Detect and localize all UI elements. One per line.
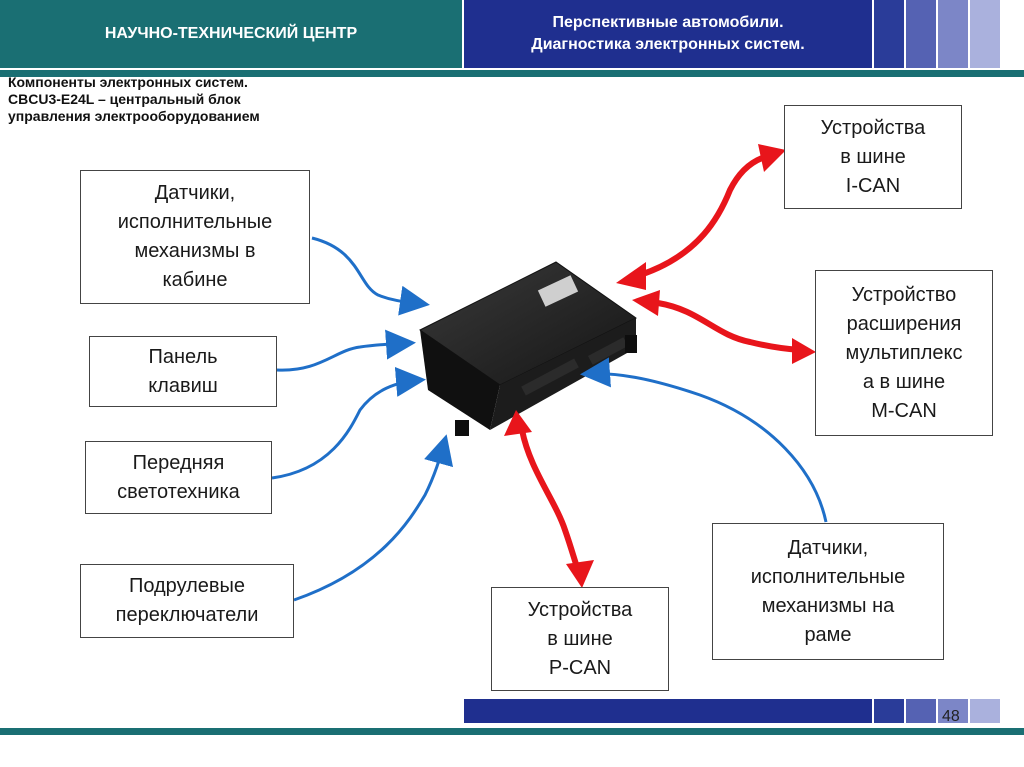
header-main-title-line2: Диагностика электронных систем. [531, 36, 805, 53]
arrow-cabin-to-ecu [311, 236, 430, 316]
arrow-steering-to-ecu [293, 434, 454, 602]
box-front-lights-line2: светотехника [117, 480, 240, 503]
box-frame-line1: Датчики, [787, 536, 869, 559]
arrow-ecu-m-can [632, 290, 816, 364]
box-m-can-line5: M-CAN [871, 399, 937, 422]
subtitle-line2: CBCU3-E24L – центральный блок [8, 91, 241, 107]
header-main-title: Перспективные автомобили. Диагностика эл… [464, 0, 872, 68]
box-frame-line2: исполнительные [750, 565, 906, 588]
box-keypad-line2: клавиш [148, 374, 218, 397]
box-i-can-line1: Устройства [820, 116, 926, 139]
arrow-ecu-i-can [616, 144, 786, 290]
box-cabin-line3: механизмы в [134, 240, 256, 262]
box-front-lights: Передняя светотехника [85, 441, 272, 514]
box-steering-switches: Подрулевые переключатели [80, 564, 294, 638]
box-p-can-line3: P-CAN [548, 656, 612, 679]
box-front-lights-line1: Передняя [132, 451, 225, 474]
page-number: 48 [942, 708, 960, 725]
box-p-can-line2: в шине [547, 627, 613, 650]
box-m-can-line4: а в шине [862, 370, 946, 393]
box-cabin-line1: Датчики, [154, 182, 236, 204]
header-left-title: НАУЧНО-ТЕХНИЧЕСКИЙ ЦЕНТР [0, 0, 462, 68]
arrow-lights-to-ecu [271, 366, 426, 480]
box-m-can-line3: мультиплекс [845, 341, 963, 364]
box-p-can: Устройства в шине P-CAN [491, 587, 669, 691]
box-m-can: Устройство расширения мультиплекс а в ши… [815, 270, 993, 436]
box-cabin-line4: кабине [162, 269, 228, 291]
footer-teal-bar [0, 728, 1024, 735]
box-cabin-line2: исполнительные [117, 211, 273, 233]
arrow-ecu-p-can [504, 410, 594, 588]
box-cabin-sensors: Датчики, исполнительные механизмы в каби… [80, 170, 310, 304]
footer-square-3 [938, 699, 968, 723]
header-square-2 [906, 0, 936, 68]
slide-subtitle: Компоненты электронных систем. CBCU3-E24… [8, 74, 368, 125]
box-i-can: Устройства в шине I-CAN [784, 105, 962, 209]
box-i-can-line2: в шине [840, 145, 906, 168]
arrow-keypad-to-ecu [276, 329, 416, 372]
header-square-1 [874, 0, 904, 68]
box-frame-line4: раме [804, 623, 852, 646]
footer-square-2 [906, 699, 936, 723]
box-frame-line3: механизмы на [761, 594, 895, 617]
box-steering-line1: Подрулевые [128, 575, 246, 597]
box-steering-line2: переключатели [115, 604, 259, 626]
subtitle-line3: управления электрооборудованием [8, 108, 260, 124]
box-keypad: Панель клавиш [89, 336, 277, 407]
header-square-4 [970, 0, 1000, 68]
box-keypad-line1: Панель [148, 345, 218, 368]
box-frame-sensors: Датчики, исполнительные механизмы на рам… [712, 523, 944, 660]
header-main-title-line1: Перспективные автомобили. [552, 14, 784, 31]
header-square-3 [938, 0, 968, 68]
footer-square-4 [970, 699, 1000, 723]
footer-square-1 [874, 699, 904, 723]
box-m-can-line1: Устройство [851, 283, 957, 306]
header-teal-bar [0, 70, 1024, 77]
footer-navy-bar [464, 699, 872, 723]
arrow-frame-to-ecu [580, 357, 828, 523]
box-m-can-line2: расширения [846, 312, 962, 335]
box-i-can-line3: I-CAN [845, 174, 901, 197]
subtitle-line1: Компоненты электронных систем. [8, 74, 248, 90]
box-p-can-line1: Устройства [527, 598, 633, 621]
ecu-unit-image [419, 261, 637, 436]
